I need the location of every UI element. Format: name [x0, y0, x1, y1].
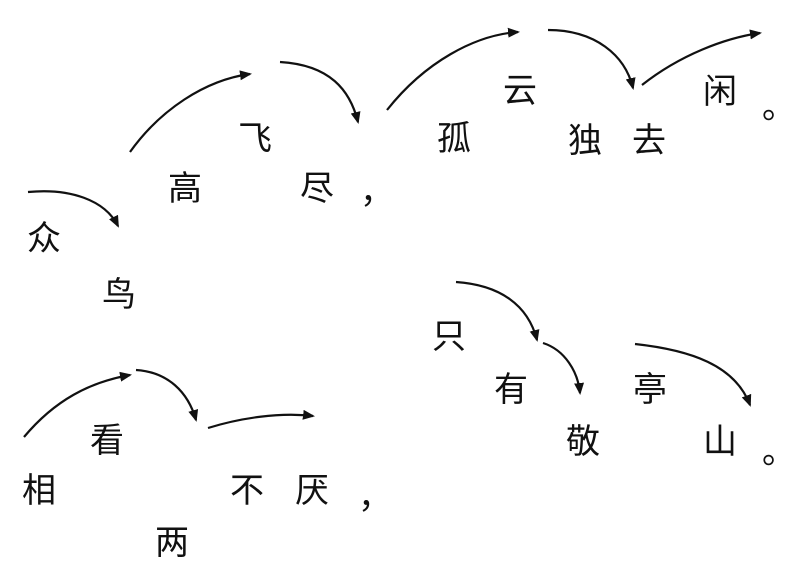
- poem-char: 有: [494, 370, 528, 410]
- arrow: [279, 60, 361, 124]
- poem-char: 去: [632, 121, 666, 161]
- arrow: [207, 409, 315, 430]
- arrow: [386, 27, 520, 111]
- poem-char: 众: [27, 219, 61, 259]
- poem-char: 尽: [300, 169, 334, 209]
- poem-char: 闲: [703, 72, 737, 112]
- poem-char: 相: [22, 471, 56, 511]
- poem-char: 独: [568, 121, 602, 161]
- poem-char: 孤: [437, 119, 471, 159]
- poem-char: 亭: [633, 370, 667, 410]
- arrow: [23, 371, 132, 438]
- poem-punct: 。: [762, 87, 796, 127]
- poem-char: 敬: [566, 422, 600, 462]
- poem-char: 厌: [295, 471, 329, 511]
- poem-punct: 。: [762, 432, 796, 472]
- poem-char: 山: [703, 422, 737, 462]
- poem-char: 看: [90, 421, 124, 461]
- poem-char: 云: [503, 71, 537, 111]
- arrow: [135, 368, 199, 422]
- poem-char: 两: [155, 523, 189, 563]
- poem-char: 飞: [238, 119, 272, 159]
- poem-punct: ，: [358, 477, 392, 517]
- poem-char: 高: [168, 169, 202, 209]
- arrow: [634, 342, 752, 407]
- arrow: [542, 341, 585, 395]
- poem-char: 鸟: [102, 275, 136, 315]
- poem-punct: ，: [360, 172, 394, 212]
- poem-char: 只: [432, 317, 466, 357]
- poem-char: 不: [230, 471, 264, 511]
- arrow: [129, 70, 252, 153]
- arrow: [547, 28, 636, 90]
- arrow: [27, 190, 119, 228]
- arrow: [455, 280, 540, 342]
- arrow: [641, 29, 762, 86]
